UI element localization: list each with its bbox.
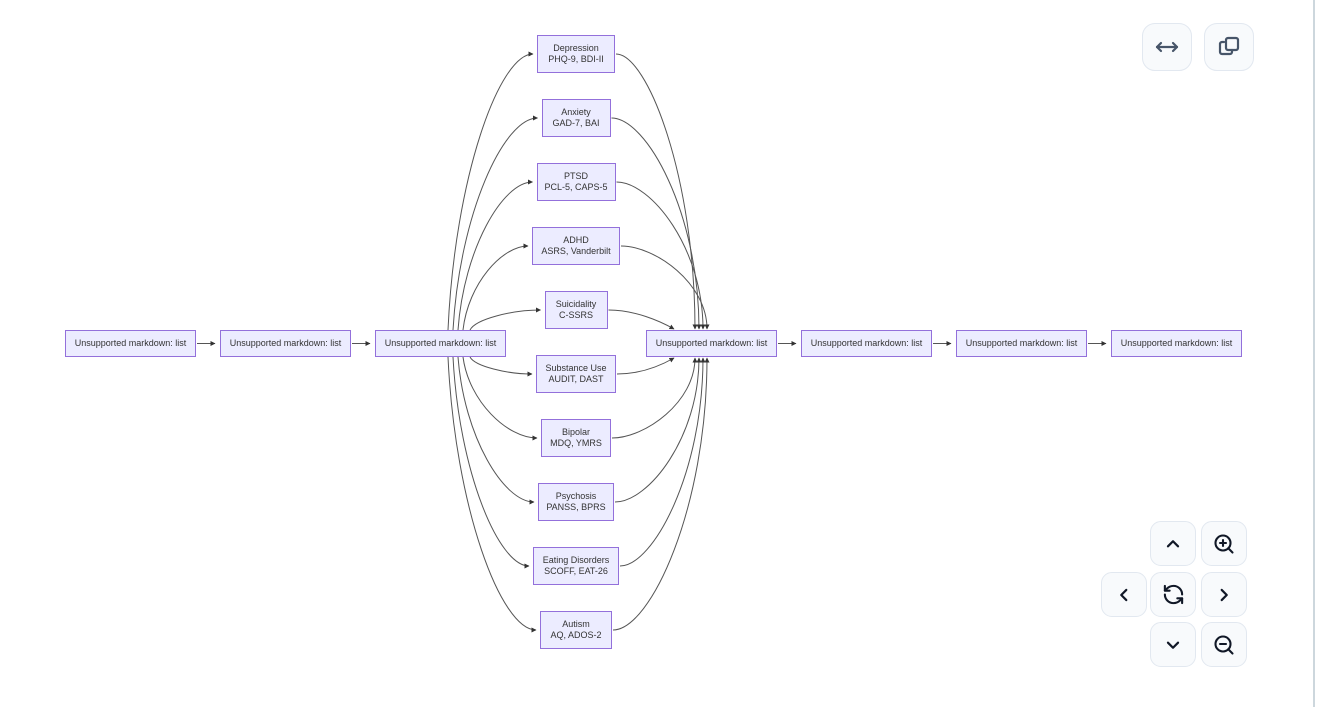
condition-name: Eating Disorders (542, 555, 610, 565)
diagram-edge (611, 357, 698, 439)
pan-up-button[interactable] (1150, 521, 1196, 566)
condition-tools: AUDIT, DAST (548, 374, 604, 384)
diagram-edge (447, 51, 534, 331)
diagram-edge (462, 243, 529, 331)
condition-tools: SCOFF, EAT-26 (544, 566, 608, 576)
diagram-edge (447, 356, 537, 633)
diagram-edge (462, 356, 538, 441)
diagram-node-step: Unsupported markdown: list (65, 330, 196, 357)
condition-name: Anxiety (561, 107, 591, 117)
condition-name: Bipolar (561, 427, 590, 437)
reset-view-button[interactable] (1150, 572, 1196, 617)
diagram-node-step: Unsupported markdown: list (801, 330, 932, 357)
expand-horizontal-button[interactable] (1142, 23, 1192, 71)
diagram-edge (612, 357, 710, 631)
condition-name: ADHD (563, 235, 589, 245)
chevron-up-icon (1162, 533, 1184, 555)
node-label: Unsupported markdown: list (655, 338, 768, 348)
diagram-edge (615, 53, 698, 330)
zoom-in-icon (1212, 532, 1236, 556)
pan-right-button[interactable] (1201, 572, 1247, 617)
diagram-edge (452, 115, 538, 331)
node-label: Unsupported markdown: list (810, 338, 923, 348)
pan-down-button[interactable] (1150, 622, 1196, 667)
copy-icon (1217, 35, 1241, 59)
node-label: Unsupported markdown: list (384, 338, 497, 348)
diagram-node-step: Unsupported markdown: list (220, 330, 351, 357)
condition-tools: PANSS, BPRS (546, 502, 606, 512)
diagram-edge (469, 307, 541, 331)
chevron-down-icon (1162, 634, 1184, 656)
node-label: Unsupported markdown: list (229, 338, 342, 348)
condition-tools: GAD-7, BAI (552, 118, 600, 128)
diagram-edge (469, 356, 533, 377)
node-label: Unsupported markdown: list (965, 338, 1078, 348)
condition-name: PTSD (563, 171, 588, 181)
diagram-edge (616, 357, 675, 375)
diagram-edge (620, 245, 710, 330)
condition-tools: MDQ, YMRS (550, 438, 602, 448)
diagram-edge (614, 357, 702, 503)
pan-left-button[interactable] (1101, 572, 1147, 617)
diagram-node-step: Unsupported markdown: list (1111, 330, 1242, 357)
move-horizontal-icon (1155, 35, 1179, 59)
diagram-node-step: Unsupported markdown: list (956, 330, 1087, 357)
diagram-edge (619, 357, 706, 567)
zoom-out-button[interactable] (1201, 622, 1247, 667)
condition-tools: C-SSRS (558, 310, 593, 320)
diagram-node-step: Unsupported markdown: list (375, 330, 506, 357)
condition-tools: PCL-5, CAPS-5 (544, 182, 608, 192)
condition-tools: ASRS, Vanderbilt (541, 246, 611, 256)
condition-name: Suicidality (555, 299, 597, 309)
condition-name: Depression (553, 43, 599, 53)
condition-name: Psychosis (555, 491, 597, 501)
zoom-out-icon (1212, 633, 1236, 657)
chevron-right-icon (1213, 584, 1235, 606)
copy-button[interactable] (1204, 23, 1254, 71)
condition-name: Substance Use (545, 363, 607, 373)
condition-name: Autism (562, 619, 590, 629)
refresh-ccw-icon (1162, 583, 1185, 606)
diagram-edge (452, 356, 530, 569)
node-label: Unsupported markdown: list (1120, 338, 1233, 348)
pane-divider[interactable] (1313, 0, 1315, 707)
diagram-edge (608, 309, 675, 330)
condition-tools: PHQ-9, BDI-II (548, 54, 604, 64)
diagram-node-step: Unsupported markdown: list (646, 330, 777, 357)
diagram-edge (457, 356, 535, 505)
zoom-in-button[interactable] (1201, 521, 1247, 566)
diagram-edge (616, 181, 706, 330)
diagram-edge (457, 179, 533, 331)
diagram-edge (611, 117, 702, 330)
chevron-left-icon (1113, 584, 1135, 606)
condition-tools: AQ, ADOS-2 (550, 630, 602, 640)
node-label: Unsupported markdown: list (74, 338, 187, 348)
